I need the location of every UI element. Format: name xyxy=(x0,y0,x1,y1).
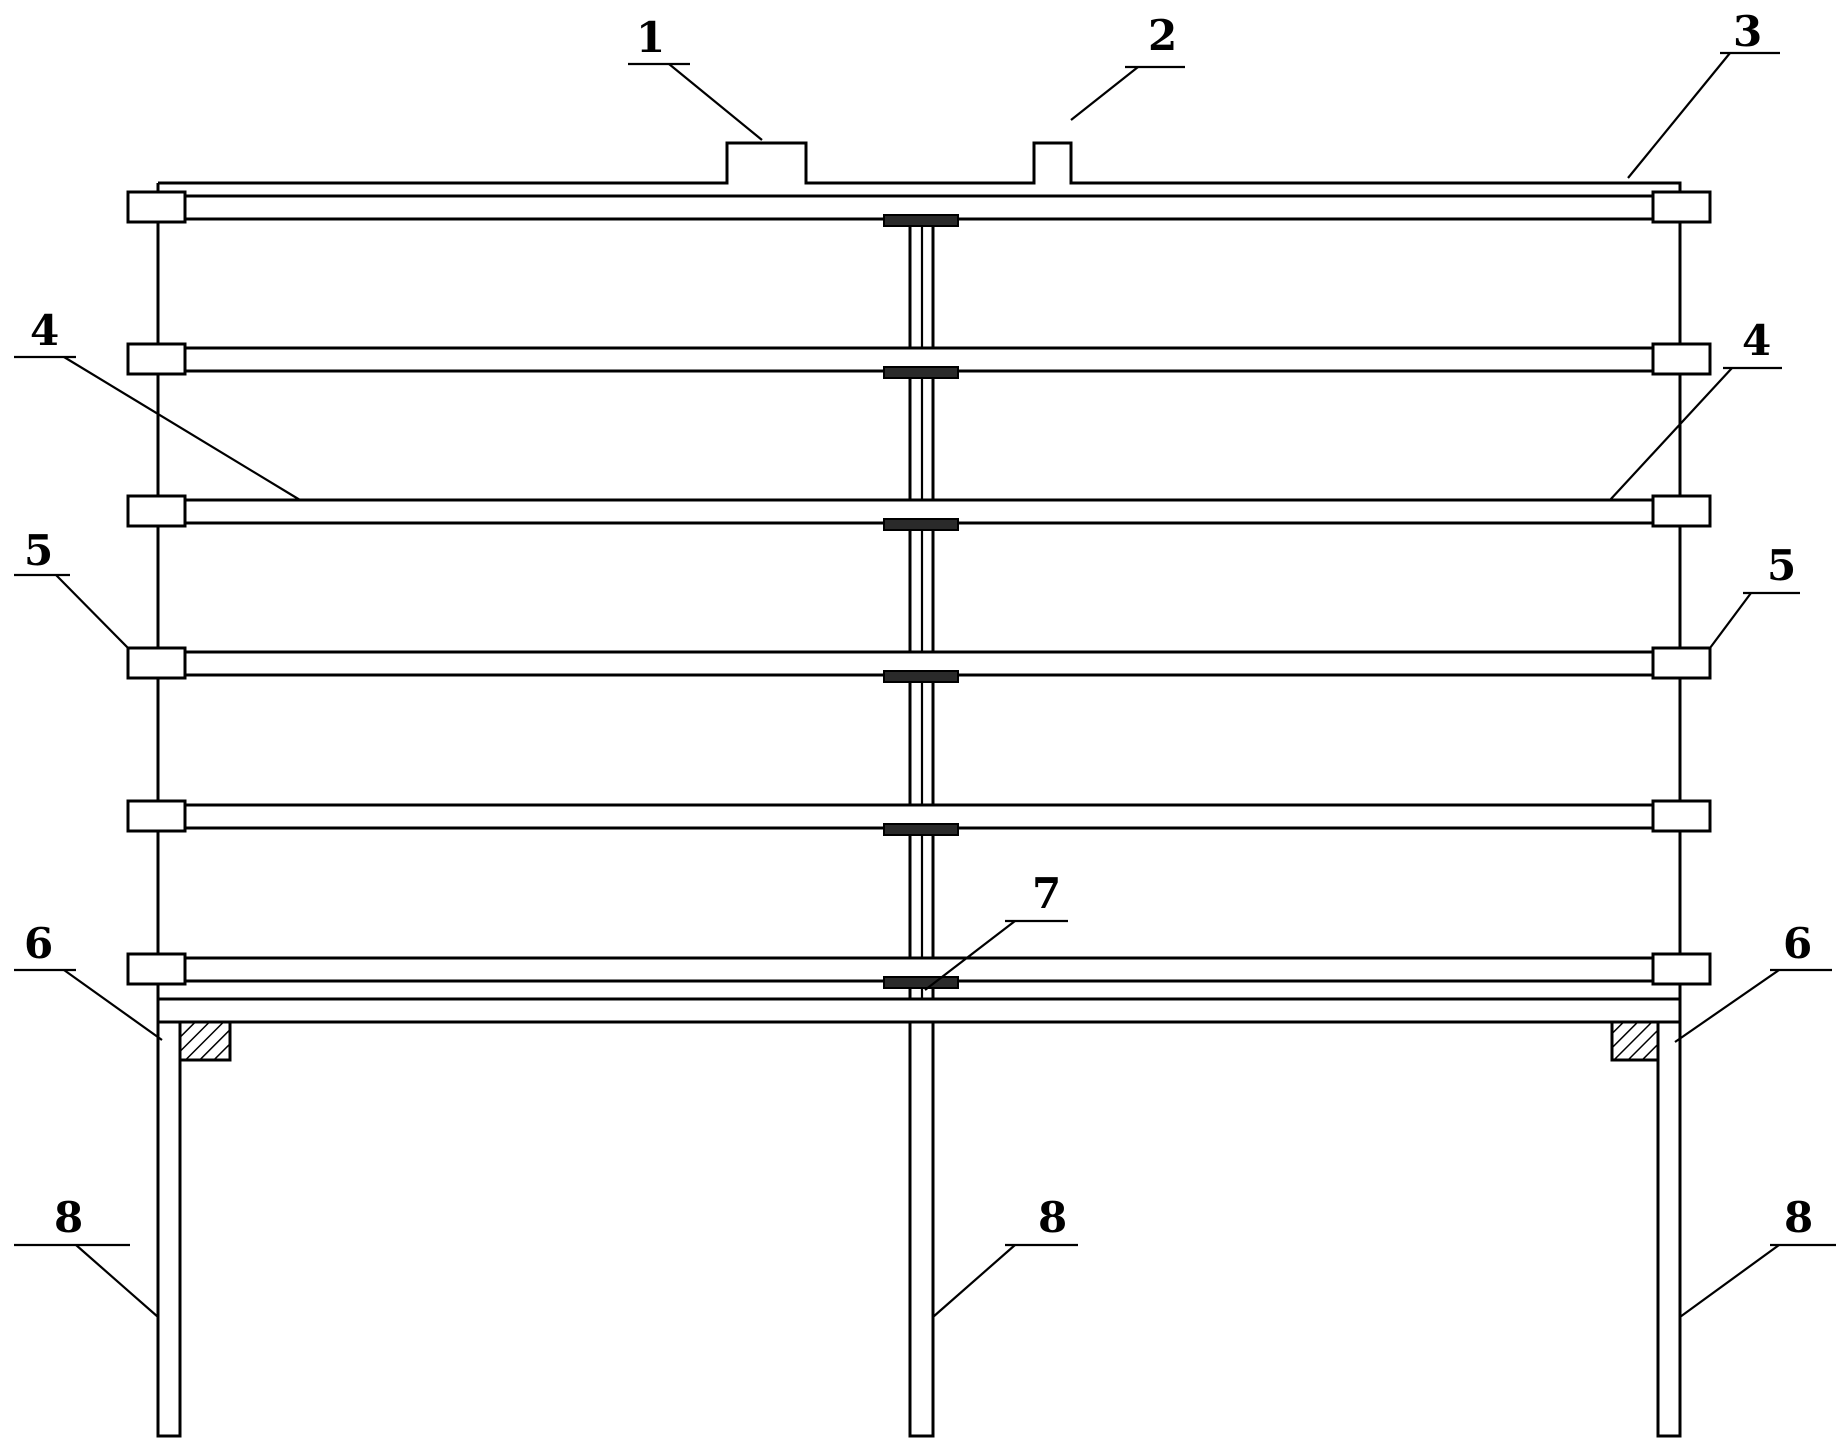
end-cap-left xyxy=(126,952,187,986)
label-5-right: 5 xyxy=(1767,541,1796,590)
center-leg xyxy=(908,1020,935,1438)
label-6-right: 6 xyxy=(1783,919,1812,968)
center-pad xyxy=(883,214,959,227)
shelf-level-2 xyxy=(126,342,1712,379)
bottom-frame xyxy=(156,997,1682,1024)
center-pad xyxy=(883,823,959,836)
label-6-left: 6 xyxy=(24,919,53,968)
end-cap-left xyxy=(126,646,187,680)
end-cap-left xyxy=(126,494,187,528)
end-cap-left xyxy=(126,799,187,833)
center-pad xyxy=(883,366,959,379)
end-cap-left xyxy=(126,342,187,376)
shelf-level-6 xyxy=(126,952,1712,989)
shelf-level-4 xyxy=(126,646,1712,683)
end-cap-right xyxy=(1651,799,1712,833)
shelf-level-1 xyxy=(126,190,1712,227)
end-cap-right xyxy=(1651,190,1712,224)
shelf-level-3 xyxy=(126,494,1712,531)
label-8-left: 8 xyxy=(54,1193,83,1242)
end-cap-left xyxy=(126,190,187,224)
shelf-level-5 xyxy=(126,799,1712,836)
top-cover xyxy=(158,141,1682,196)
end-cap-right xyxy=(1651,494,1712,528)
label-8-right: 8 xyxy=(1784,1193,1813,1242)
center-pad xyxy=(883,976,959,989)
label-3: 3 xyxy=(1733,7,1762,56)
label-7: 7 xyxy=(1032,869,1061,918)
label-4-left: 4 xyxy=(30,306,59,355)
shelves xyxy=(126,190,1712,989)
label-1: 1 xyxy=(636,13,665,62)
center-pad xyxy=(883,518,959,531)
label-2: 2 xyxy=(1148,11,1177,60)
leader-lines xyxy=(14,51,1836,1318)
label-5-left: 5 xyxy=(24,526,53,575)
end-cap-right xyxy=(1651,646,1712,680)
end-cap-right xyxy=(1651,952,1712,986)
center-pad xyxy=(883,670,959,683)
left-leg xyxy=(156,1020,182,1438)
end-cap-right xyxy=(1651,342,1712,376)
label-4-right: 4 xyxy=(1742,316,1771,365)
label-8-center: 8 xyxy=(1038,1193,1067,1242)
right-leg xyxy=(1656,1020,1682,1438)
